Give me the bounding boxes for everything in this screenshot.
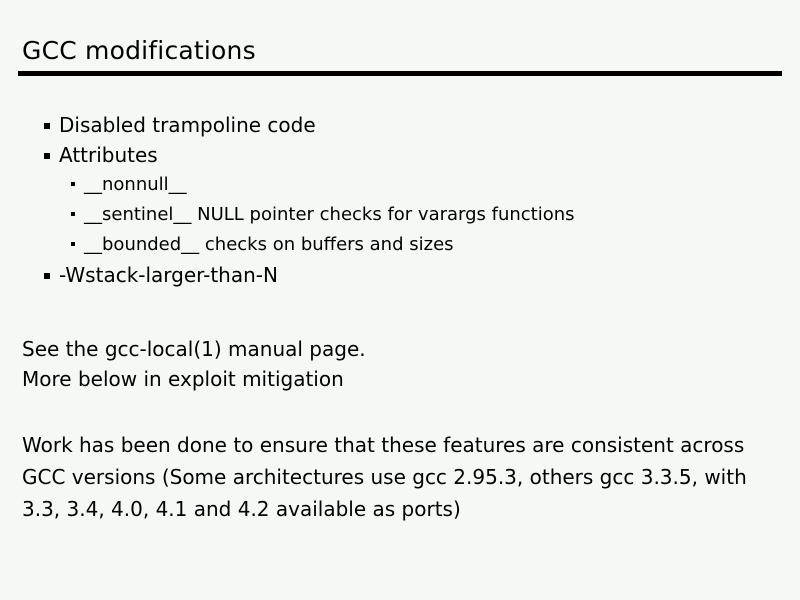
title-divider (18, 71, 782, 76)
bullet-list: Disabled trampoline code Attributes __no… (0, 110, 800, 290)
note-line: More below in exploit mitigation (22, 367, 344, 391)
body-line: Work has been done to ensure that these … (22, 433, 745, 457)
square-bullet-icon (71, 242, 75, 246)
body-line: GCC versions (Some architectures use gcc… (22, 465, 747, 489)
list-item: __nonnull__ (0, 170, 800, 200)
square-bullet-icon (71, 182, 75, 186)
list-item-label: Attributes (59, 143, 158, 167)
note-line: See the gcc-local(1) manual page. (22, 337, 366, 361)
square-bullet-icon (71, 212, 75, 216)
square-bullet-icon (44, 123, 50, 129)
note-paragraph: See the gcc-local(1) manual page. More b… (22, 334, 366, 394)
list-item-label: Disabled trampoline code (59, 113, 316, 137)
list-item-label: __nonnull__ (84, 174, 187, 195)
page-title: GCC modifications (22, 36, 256, 65)
list-item: Disabled trampoline code (0, 110, 800, 140)
list-item: -Wstack-larger-than-N (0, 260, 800, 290)
list-item-label: -Wstack-larger-than-N (59, 263, 278, 287)
body-line: 3.3, 3.4, 4.0, 4.1 and 4.2 available as … (22, 497, 461, 521)
list-item: __sentinel__ NULL pointer checks for var… (0, 200, 800, 230)
square-bullet-icon (44, 153, 50, 159)
list-item: Attributes (0, 140, 800, 170)
list-item-label: __bounded__ checks on buffers and sizes (84, 234, 454, 255)
square-bullet-icon (44, 273, 50, 279)
list-item-label: __sentinel__ NULL pointer checks for var… (84, 204, 575, 225)
list-item: __bounded__ checks on buffers and sizes (0, 230, 800, 260)
body-paragraph: Work has been done to ensure that these … (22, 429, 778, 525)
